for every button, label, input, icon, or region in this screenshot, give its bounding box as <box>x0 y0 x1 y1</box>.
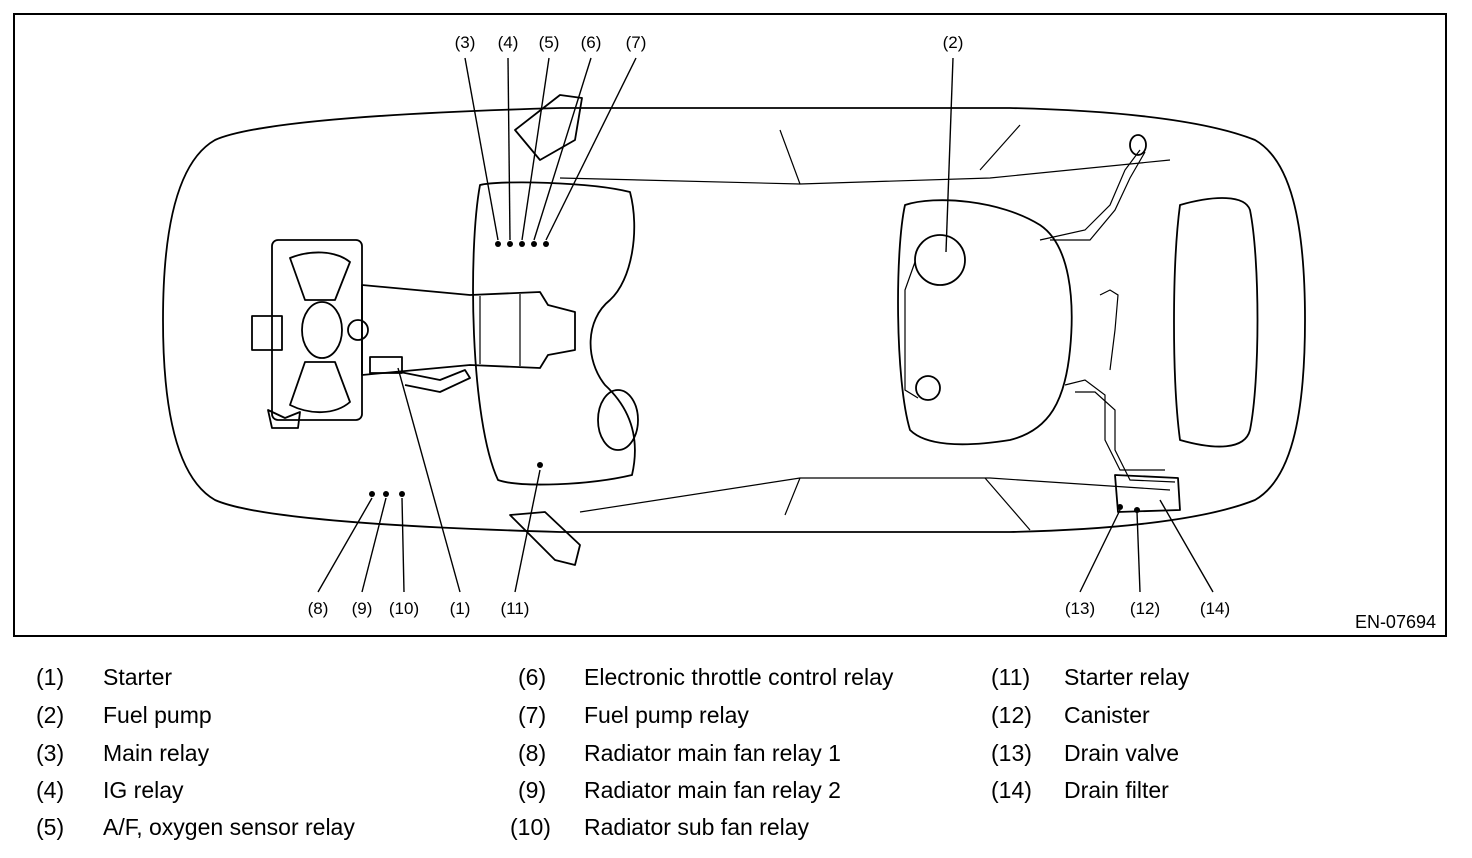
callout-8: (8) <box>308 599 329 618</box>
legend-label: Electronic throttle control relay <box>584 664 894 690</box>
main-relay-dot <box>495 241 501 247</box>
rad-subfan-dot <box>399 491 405 497</box>
legend-label: Starter <box>103 664 173 690</box>
legend-num: (3) <box>36 740 65 766</box>
legend-num: (1) <box>36 664 65 690</box>
fuel-pump-relay-dot <box>543 241 549 247</box>
starter-box <box>369 356 403 374</box>
figure-id: EN-07694 <box>1355 612 1436 632</box>
legend-num: (2) <box>36 702 65 728</box>
legend-num: (11) <box>991 664 1031 690</box>
legend-num: (4) <box>36 777 65 803</box>
legend-label: IG relay <box>103 777 184 803</box>
callout-5: (5) <box>539 33 560 52</box>
rad-fan2-dot <box>383 491 389 497</box>
legend-num: (9) <box>518 777 547 803</box>
throttle-relay-dot <box>531 241 537 247</box>
fuel-tank <box>897 134 1176 483</box>
cabin-outline <box>472 181 636 486</box>
legend-num: (7) <box>518 702 547 728</box>
legend-label: Drain valve <box>1064 740 1180 766</box>
legend-label: A/F, oxygen sensor relay <box>103 814 355 840</box>
car-body-outline <box>162 107 1306 533</box>
legend-label: Main relay <box>103 740 210 766</box>
legend-num: (6) <box>518 664 547 690</box>
legend-label: Radiator main fan relay 1 <box>584 740 841 766</box>
mirror-top <box>514 94 583 161</box>
callout-11: (11) <box>501 599 530 618</box>
callout-1: (1) <box>450 599 471 618</box>
callout-3: (3) <box>455 33 476 52</box>
diagram-frame <box>13 13 1447 637</box>
callout-12: (12) <box>1130 599 1160 618</box>
callout-14: (14) <box>1200 599 1230 618</box>
legend-label: Canister <box>1064 702 1150 728</box>
callout-2: (2) <box>943 33 964 52</box>
legend-label: Radiator main fan relay 2 <box>584 777 841 803</box>
callout-4: (4) <box>498 33 519 52</box>
callout-13: (13) <box>1065 599 1095 618</box>
legend-label: Starter relay <box>1064 664 1190 690</box>
legend-num: (13) <box>991 740 1032 766</box>
callout-6: (6) <box>581 33 602 52</box>
ig-relay-dot <box>507 241 513 247</box>
vehicle-layout-diagram: (3) (4) (5) (6) (7) (2) (8) (9) (10) (1)… <box>162 33 1436 632</box>
legend-num: (14) <box>991 777 1032 803</box>
legend-num: (10) <box>510 814 551 840</box>
engine-block <box>251 239 576 429</box>
legend-num: (8) <box>518 740 547 766</box>
canister <box>1114 474 1181 513</box>
legend-num: (5) <box>36 814 65 840</box>
rad-fan1-dot <box>369 491 375 497</box>
starter-relay-dot <box>537 462 543 468</box>
callout-10: (10) <box>389 599 419 618</box>
legend-label: Fuel pump relay <box>584 702 749 728</box>
canister-dot <box>1134 507 1140 513</box>
legend-label: Drain filter <box>1064 777 1169 803</box>
callout-7: (7) <box>626 33 647 52</box>
mirror-bottom <box>509 511 581 566</box>
legend-label: Radiator sub fan relay <box>584 814 810 840</box>
rear-window <box>1173 197 1259 448</box>
legend-num: (12) <box>991 702 1032 728</box>
legend-label: Fuel pump <box>103 702 212 728</box>
drain-valve-dot <box>1117 504 1123 510</box>
callout-9: (9) <box>352 599 373 618</box>
af-relay-dot <box>519 241 525 247</box>
